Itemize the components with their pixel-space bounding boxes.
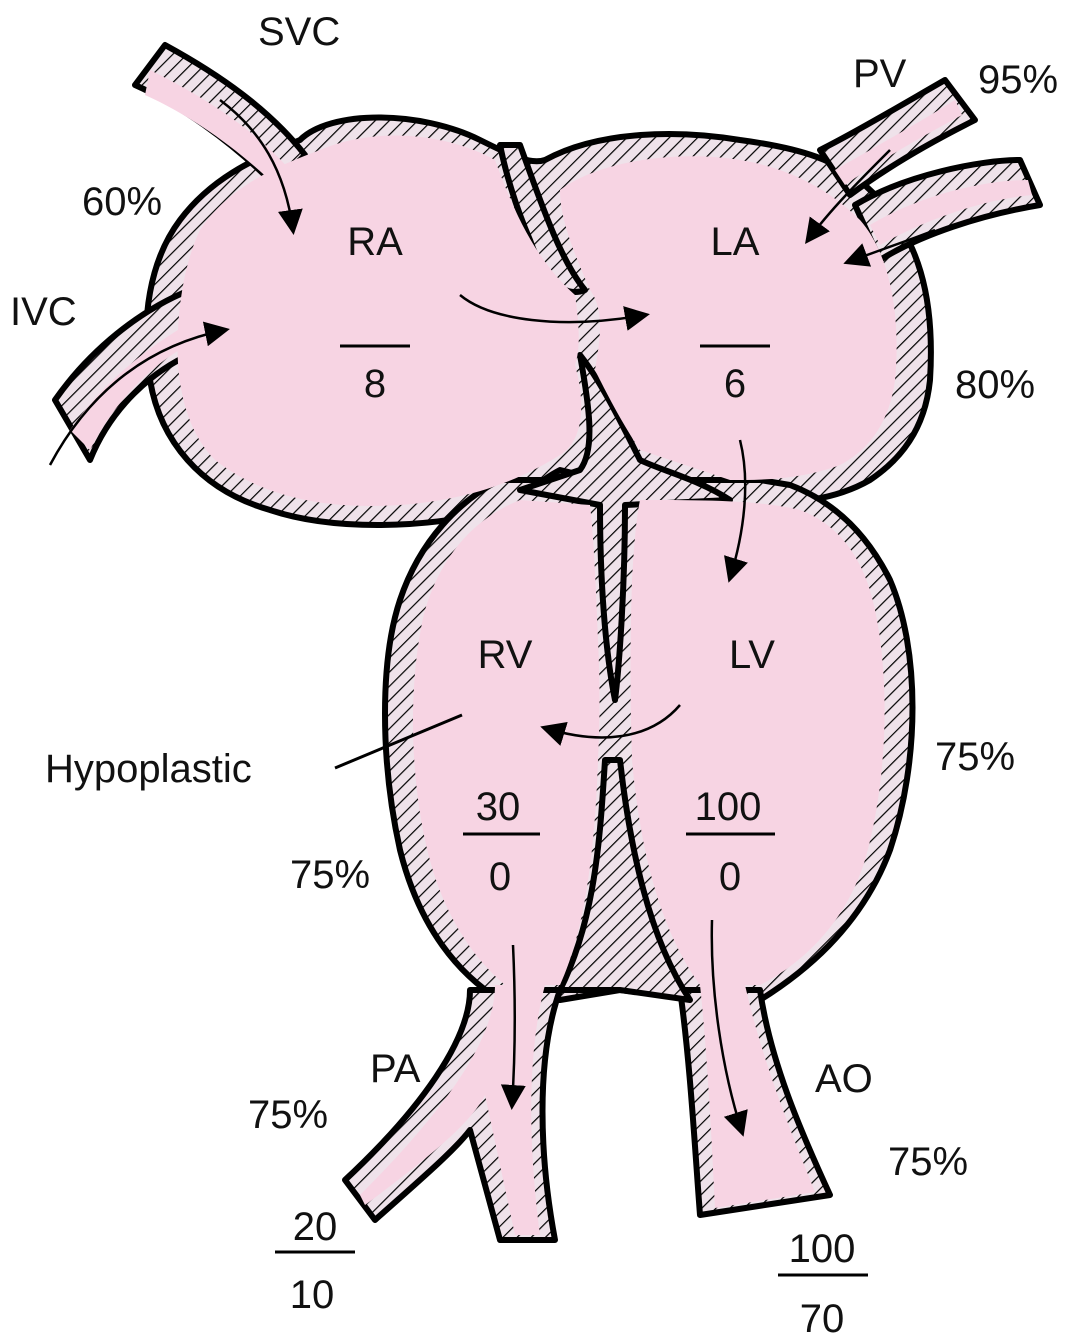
ra-label: RA <box>347 220 403 264</box>
pa-saturation: 75% <box>248 1093 328 1137</box>
rv-saturation: 75% <box>290 853 370 897</box>
pv-lumen-upper <box>835 100 962 185</box>
flow-arrows <box>48 99 936 1137</box>
pressure-ao: 100 70 <box>778 1227 868 1341</box>
ventricular-septum <box>517 352 733 703</box>
la-pressure-bottom: 6 <box>724 362 746 406</box>
vessel-labels: SVC IVC PV PA AO <box>10 10 907 1101</box>
pv-label: PV <box>853 52 907 96</box>
ra-pressure-bottom: 8 <box>364 362 386 406</box>
hypoplastic-pointer-line <box>334 713 463 770</box>
ivc-label: IVC <box>10 290 77 334</box>
lv-label: LV <box>729 633 775 677</box>
pressure-ra: 8 <box>340 344 410 406</box>
ivc-lumen <box>70 320 198 450</box>
rv-label: RV <box>478 633 533 677</box>
pa-label: PA <box>370 1047 421 1091</box>
ao-pressure-bottom: 70 <box>800 1297 845 1341</box>
saturation-labels: 60% 95% 80% 75% 75% 75% 75% <box>82 58 1058 1184</box>
ao-pressure-top: 100 <box>789 1227 856 1271</box>
ao-label: AO <box>815 1057 873 1101</box>
ao-lumen <box>700 985 815 1208</box>
pressure-pa: 20 10 <box>275 1205 355 1317</box>
ao-saturation: 75% <box>888 1140 968 1184</box>
rv-pressure-top: 30 <box>476 785 521 829</box>
svc-lumen <box>145 70 300 190</box>
pv-saturation: 95% <box>978 58 1058 102</box>
rv-to-pa-arrow <box>500 944 526 1110</box>
pressure-la: 6 <box>700 344 770 406</box>
ivc-flow-arrow <box>48 321 230 466</box>
lv-saturation: 75% <box>935 735 1015 779</box>
pv-lower-flow-arrow <box>843 228 936 267</box>
pa-pressure-top: 20 <box>293 1205 338 1249</box>
hypoplastic-label: Hypoplastic <box>45 747 252 791</box>
la-label: LA <box>711 220 760 264</box>
pressure-lv: 100 0 <box>686 785 775 899</box>
pv-lumen-lower <box>870 180 1032 245</box>
lv-lumen <box>630 500 885 985</box>
chamber-labels: RA LA RV LV <box>347 220 775 677</box>
svc-saturation: 60% <box>82 180 162 224</box>
pressure-rv: 30 0 <box>463 785 540 899</box>
pa-lumen <box>360 985 545 1235</box>
svc-label: SVC <box>258 10 340 54</box>
lv-to-rv-arrow <box>540 704 681 746</box>
la-to-lv-arrow <box>724 439 748 583</box>
lv-pressure-top: 100 <box>695 785 762 829</box>
ra-to-la-arrow <box>459 294 650 331</box>
lv-pressure-bottom: 0 <box>719 855 741 899</box>
la-saturation: 80% <box>955 363 1035 407</box>
ventricular-septum-lower <box>557 757 693 1003</box>
svc-flow-arrow <box>219 99 303 235</box>
lv-to-ao-arrow <box>710 919 748 1137</box>
pv-upper-flow-arrow <box>805 149 891 245</box>
pa-pressure-bottom: 10 <box>290 1273 335 1317</box>
rv-pressure-bottom: 0 <box>489 855 511 899</box>
rv-lumen <box>412 500 600 985</box>
blood-pool <box>70 70 1032 1235</box>
